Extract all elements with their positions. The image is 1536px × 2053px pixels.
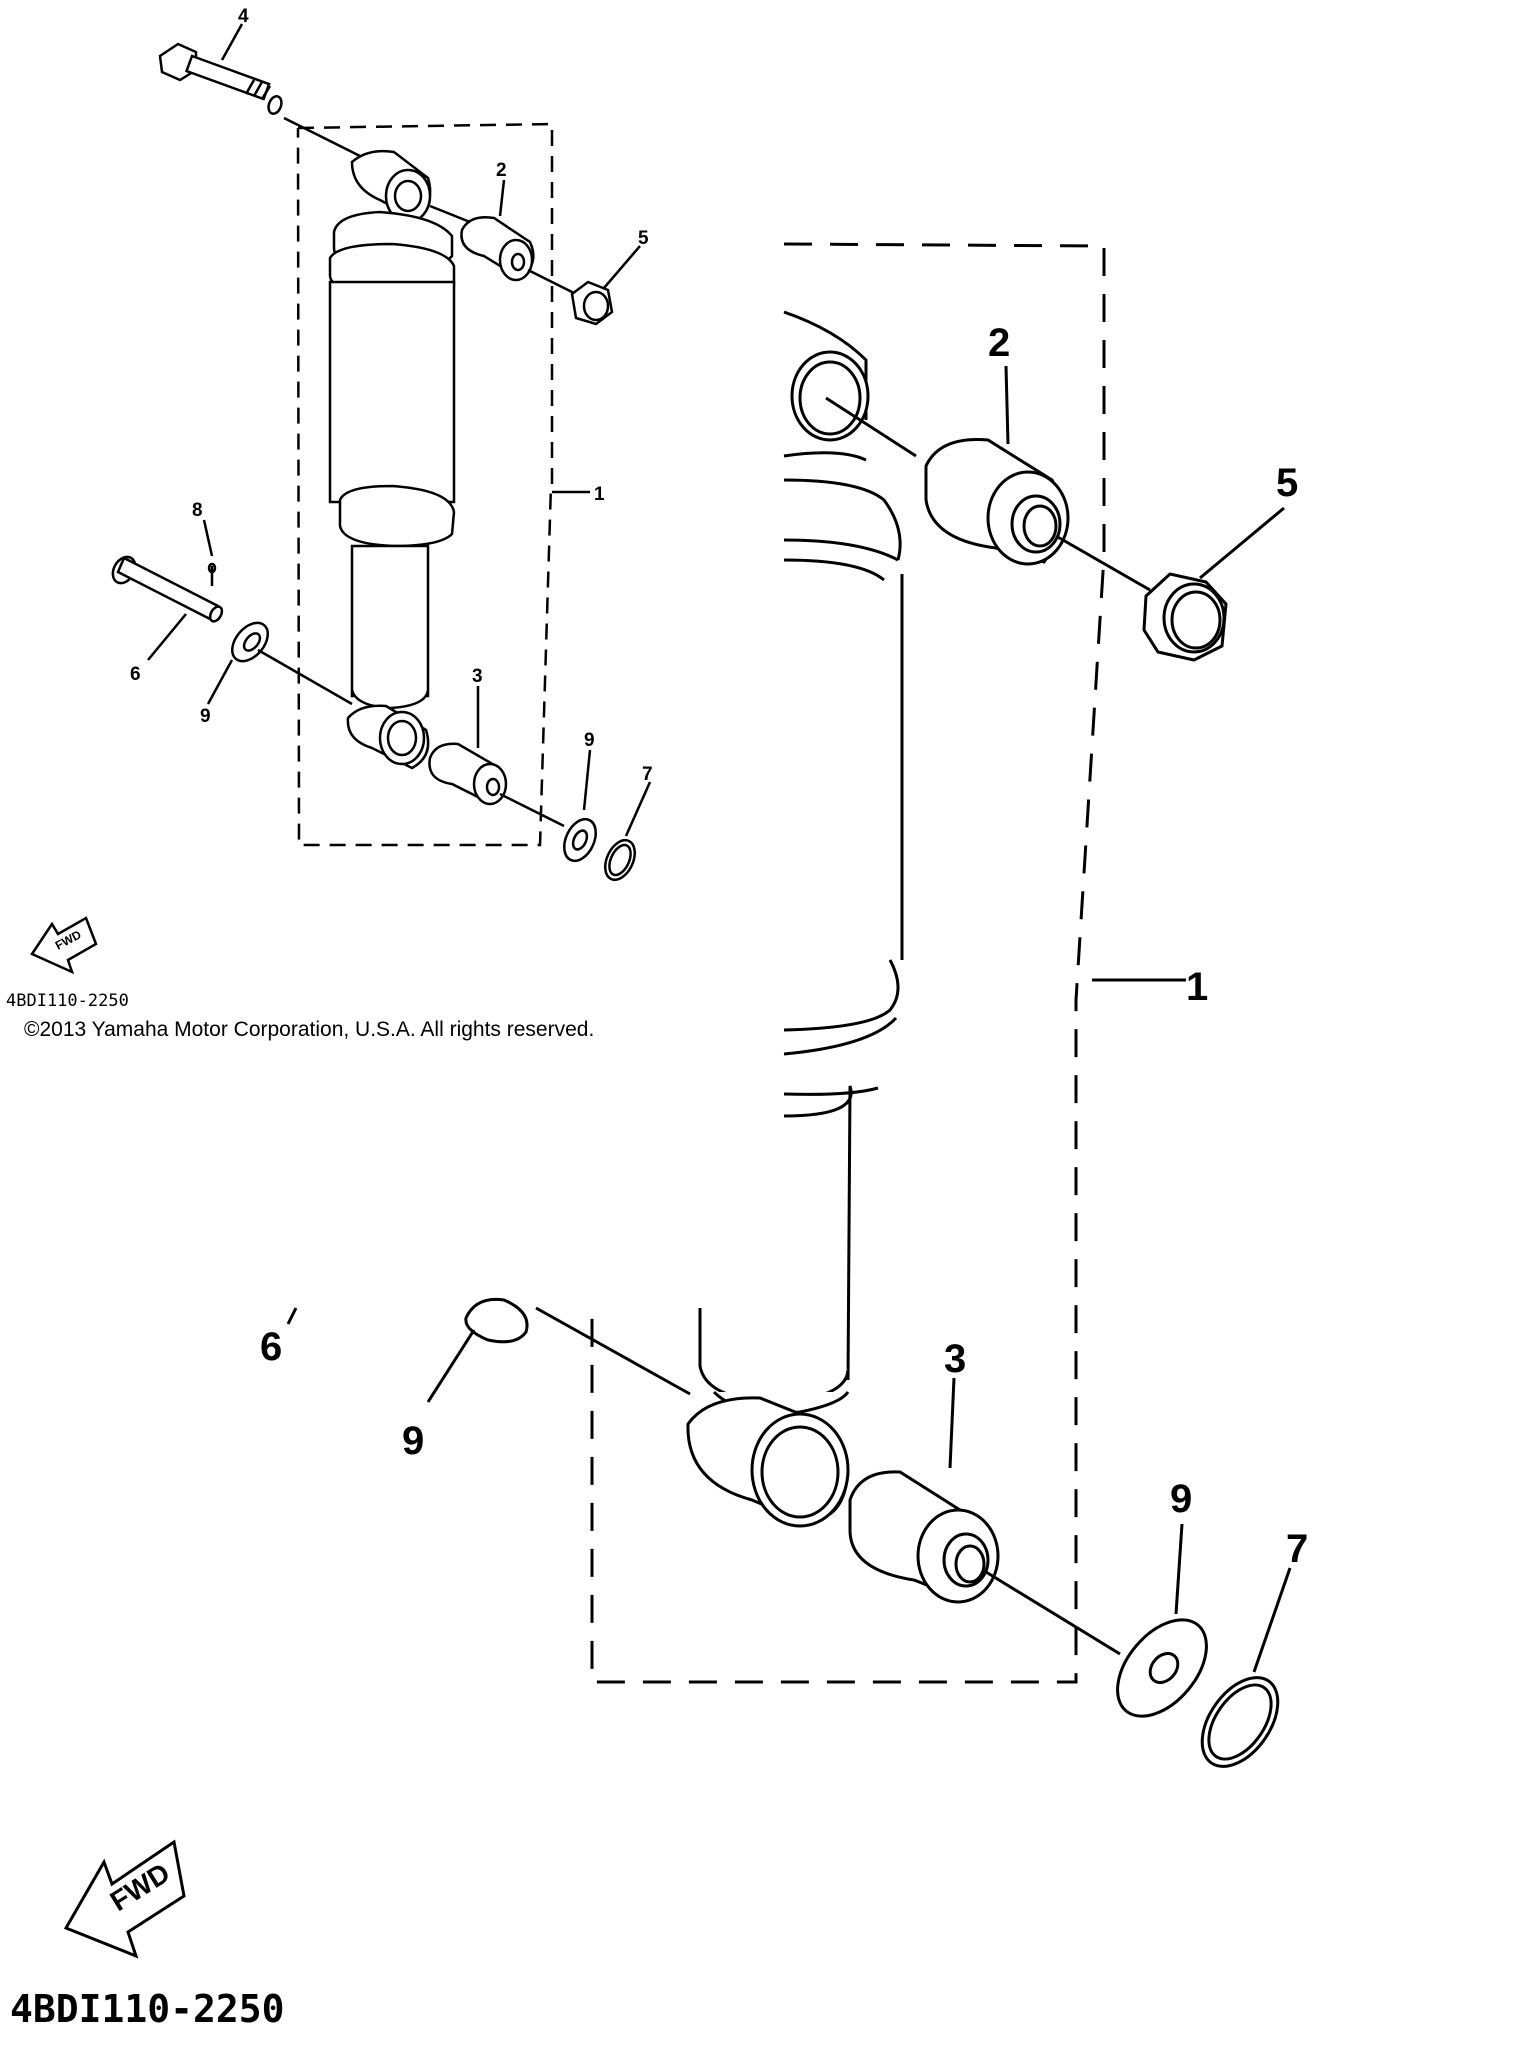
- detail-lower-eye: [688, 1398, 848, 1526]
- detail-callout-7: 7: [1286, 1527, 1308, 1571]
- detail-callout-9-right: 9: [1170, 1477, 1192, 1521]
- overview-washers-right: [558, 814, 641, 884]
- overview-nut: [572, 282, 612, 324]
- overview-bushing-lower: [429, 744, 506, 804]
- overview-callout-5: 5: [638, 228, 649, 249]
- detail-nut: [1144, 574, 1226, 660]
- overview-bolt: [160, 44, 284, 116]
- detail-callouts: 2 5 1 6 9 3 9 7: [260, 321, 1308, 1571]
- detail-plain-washer: [1187, 1664, 1294, 1780]
- detail-callout-3: 3: [944, 1337, 966, 1381]
- overview-shock-body: [330, 212, 454, 708]
- overview-pin: [108, 553, 224, 624]
- detail-callout-6: 6: [260, 1325, 282, 1369]
- detail-callout-1: 1: [1186, 965, 1208, 1009]
- overview-washer-left: [225, 616, 275, 668]
- detail-callout-5: 5: [1276, 461, 1298, 505]
- overview-callout-4: 4: [238, 6, 249, 27]
- overview-callouts: 4 2 5 1 8 6 9 3 9 7: [130, 6, 653, 785]
- detail-callout-2: 2: [988, 321, 1010, 365]
- detail-washer-left: [466, 1299, 527, 1341]
- detail-shock-body: [700, 312, 902, 1413]
- detail-upper-eye: [792, 352, 868, 440]
- detail-washer-right: [1100, 1603, 1224, 1733]
- detail-fwd-arrow: FWD: [66, 1842, 184, 1956]
- overview-callout-3: 3: [472, 666, 483, 687]
- overview-cotter-pin: [209, 564, 215, 586]
- overview-diagram: [108, 24, 650, 885]
- overview-upper-eye: [352, 151, 430, 222]
- overview-callout-9-left: 9: [200, 706, 211, 727]
- overview-callout-8: 8: [192, 500, 203, 521]
- detail-assembly-box: [592, 244, 1104, 1682]
- overview-callout-2: 2: [496, 160, 507, 181]
- overview-callout-7: 7: [642, 764, 653, 785]
- overview-lower-eye: [348, 706, 428, 768]
- detail-bushing-lower: [850, 1472, 998, 1602]
- detail-diagram: [288, 244, 1293, 1780]
- overview-fwd-arrow: FWD: [32, 918, 96, 972]
- overview-drawing-code: 4BDI110-2250: [6, 991, 129, 1011]
- overview-bushing-upper: [461, 217, 533, 280]
- detail-drawing-code: 4BDI110-2250: [10, 1987, 285, 2031]
- copyright-notice: ©2013 Yamaha Motor Corporation, U.S.A. A…: [24, 1018, 595, 1041]
- overview-callout-1: 1: [594, 484, 605, 505]
- detail-bushing-upper: [926, 440, 1068, 564]
- detail-callout-9-left: 9: [402, 1419, 424, 1463]
- overview-callout-9-right: 9: [584, 730, 595, 751]
- overview-callout-6: 6: [130, 664, 141, 685]
